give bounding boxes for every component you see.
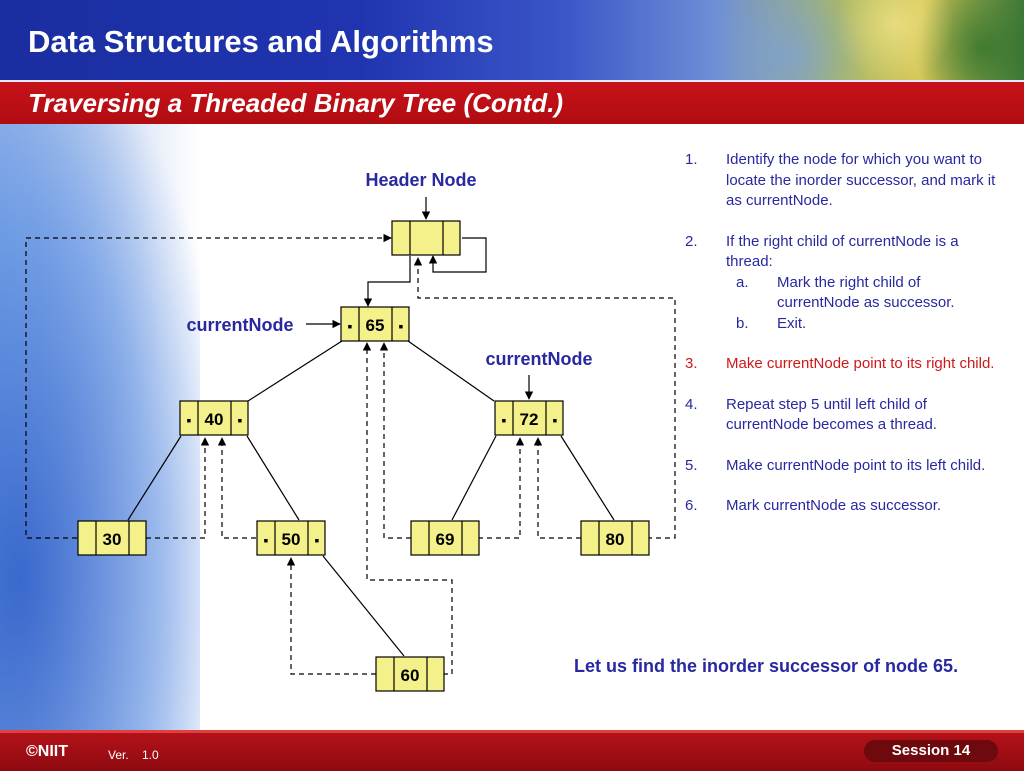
slide-subtitle: Traversing a Threaded Binary Tree (Contd… xyxy=(28,88,564,118)
node-value: 40 xyxy=(205,410,224,429)
thread-60-65 xyxy=(362,342,453,675)
step-text: Repeat step 5 until left child of curren… xyxy=(726,395,937,434)
tree-node-72: ▪ 72 ▪ xyxy=(494,400,564,436)
version-value: 1.0 xyxy=(142,748,159,762)
right-link-bullet: ▪ xyxy=(399,318,404,334)
slide-title: Data Structures and Algorithms xyxy=(28,24,494,59)
right-link-bullet: ▪ xyxy=(553,412,558,428)
current-node-label-1: currentNode xyxy=(186,315,293,335)
thread-80-header xyxy=(413,257,676,539)
step-4: 4. Repeat step 5 until left child of cur… xyxy=(685,395,1005,436)
right-link-bullet: ▪ xyxy=(238,412,243,428)
node-value: 65 xyxy=(366,316,385,335)
node-value: 50 xyxy=(282,530,301,549)
footer-bar: ©NIIT Ver. 1.0 Session 14 xyxy=(0,730,1024,771)
session-badge: Session 14 xyxy=(864,740,998,762)
header-node-label: Header Node xyxy=(365,170,476,190)
header-node xyxy=(391,220,461,256)
title-bar: Data Structures and Algorithms xyxy=(0,0,1024,80)
substep-text: Exit. xyxy=(777,314,807,332)
step-text: Make currentNode point to its left child… xyxy=(726,456,986,474)
substep-b: b. Exit. xyxy=(685,314,1005,335)
tree-node-60: 60 xyxy=(375,656,445,692)
edge-65-40 xyxy=(247,340,343,402)
current-node-label-2: currentNode xyxy=(485,349,592,369)
tree-node-65: ▪ 65 ▪ xyxy=(340,306,410,342)
step-2: 2. If the right child of currentNode is … xyxy=(685,232,1005,335)
step-text: Make currentNode point to its right chil… xyxy=(726,355,995,372)
header-self-link xyxy=(428,237,487,273)
thread-60-50 xyxy=(286,557,376,675)
node-value: 80 xyxy=(606,530,625,549)
left-link-bullet: ▪ xyxy=(502,412,507,428)
step-number: 4. xyxy=(685,395,698,413)
thread-30-header xyxy=(25,233,392,539)
step-3: 3. Make currentNode point to its right c… xyxy=(685,354,1005,375)
node-value: 60 xyxy=(401,666,420,685)
step-6: 6. Mark currentNode as successor. xyxy=(685,496,1005,517)
header-artwork xyxy=(504,0,1024,80)
thread-50-40 xyxy=(217,437,256,539)
left-link-bullet: ▪ xyxy=(187,412,192,428)
side-artwork xyxy=(0,124,200,730)
thread-30-40 xyxy=(146,437,210,539)
edge-72-80 xyxy=(560,435,615,521)
step-number: 5. xyxy=(685,456,698,474)
substep-a: a. Mark the right child of currentNode a… xyxy=(685,273,1005,314)
step-1: 1. Identify the node for which you want … xyxy=(685,150,1005,212)
edge-40-50 xyxy=(246,435,300,521)
substep-number: b. xyxy=(736,314,749,332)
tree-node-40: ▪ 40 ▪ xyxy=(179,400,249,436)
step-5: 5. Make currentNode point to its left ch… xyxy=(685,456,1005,477)
node-value: 69 xyxy=(436,530,455,549)
step-text: Mark currentNode as successor. xyxy=(726,497,942,514)
niit-logo: ©NIIT xyxy=(26,743,69,760)
step-number: 1. xyxy=(685,151,698,168)
left-link-bullet: ▪ xyxy=(348,318,353,334)
tree-node-80: 80 xyxy=(580,520,650,556)
thread-69-72 xyxy=(478,437,525,539)
node-value: 72 xyxy=(520,410,539,429)
edge-40-30 xyxy=(127,435,182,521)
edge-65-72 xyxy=(407,340,495,402)
substep-text: Mark the right child of currentNode as s… xyxy=(777,273,955,312)
tree-node-50: ▪ 50 ▪ xyxy=(256,520,326,556)
version-label: Ver. xyxy=(108,748,129,762)
thread-80-72 xyxy=(533,437,581,539)
step-text: If the right child of currentNode is a t… xyxy=(726,232,959,271)
thread-69-65 xyxy=(379,342,411,539)
header-left-link xyxy=(363,256,411,307)
left-link-bullet: ▪ xyxy=(264,532,269,548)
step-number: 2. xyxy=(685,232,698,250)
tree-node-30: 30 xyxy=(77,520,147,556)
substep-number: a. xyxy=(736,273,749,291)
edge-72-69 xyxy=(451,435,497,521)
subtitle-bar: Traversing a Threaded Binary Tree (Contd… xyxy=(0,80,1024,124)
step-text: Identify the node for which you want to … xyxy=(726,151,996,209)
right-link-bullet: ▪ xyxy=(315,532,320,548)
node-value: 30 xyxy=(103,530,122,549)
step-number: 3. xyxy=(685,355,698,372)
algorithm-steps: 1. Identify the node for which you want … xyxy=(685,150,1005,537)
step-number: 6. xyxy=(685,497,698,514)
tree-node-69: 69 xyxy=(410,520,480,556)
example-caption: Let us find the inorder successor of nod… xyxy=(574,656,959,676)
edge-50-60 xyxy=(322,555,405,657)
